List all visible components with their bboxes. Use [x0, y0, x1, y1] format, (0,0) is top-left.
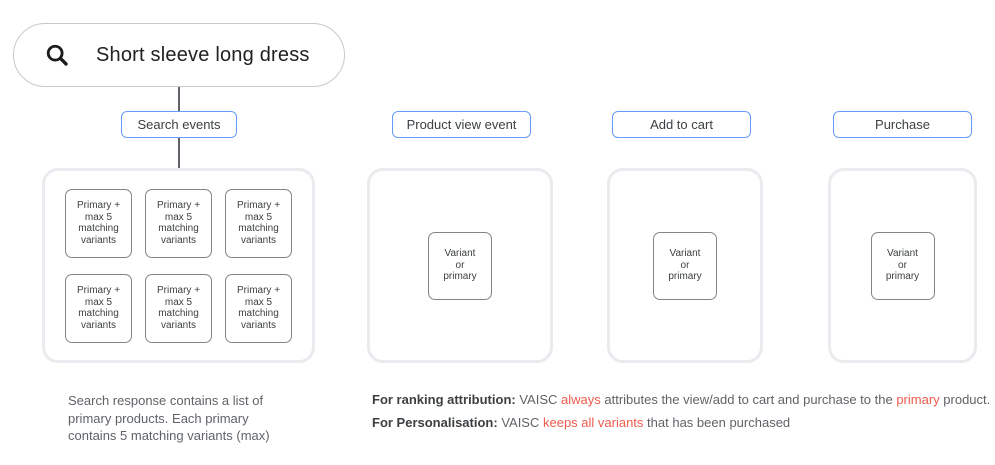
personalisation-highlight: keeps all variants	[542, 415, 644, 430]
ranking-text: attributes the view/add to cart and purc…	[600, 392, 897, 407]
variant-card: Variant or primary	[428, 231, 492, 300]
stage-chip-label: Add to cart	[650, 117, 713, 132]
ranking-text: VAISC	[515, 392, 561, 407]
variant-card: Variant or primary	[653, 231, 717, 300]
stage-chip-search-events: Search events	[121, 111, 237, 138]
result-card: Primary + max 5 matching variants	[225, 273, 292, 343]
variant-card: Variant or primary	[870, 231, 935, 300]
stage-chip-product-view-event: Product view event	[392, 111, 531, 138]
search-icon	[46, 44, 68, 66]
stage-chip-label: Purchase	[875, 117, 930, 132]
stage-chip-label: Product view event	[406, 117, 517, 132]
search-response-note: Search response contains a list of prima…	[68, 393, 270, 443]
result-card: Primary + max 5 matching variants	[65, 188, 132, 258]
result-card: Primary + max 5 matching variants	[145, 188, 212, 258]
ranking-text: product.	[939, 392, 991, 407]
personalisation-note: For Personalisation: VAISC keeps all var…	[372, 415, 790, 430]
panel-add-to-cart: Variant or primary	[607, 168, 763, 363]
panel-purchase: Variant or primary	[828, 168, 977, 363]
personalisation-text: VAISC	[497, 415, 543, 430]
result-card: Primary + max 5 matching variants	[145, 273, 212, 343]
stage-chip-add-to-cart: Add to cart	[612, 111, 751, 138]
ranking-highlight: always	[561, 392, 601, 407]
connector-pill-to-search-events	[178, 87, 180, 111]
personalisation-text: that has been purchased	[643, 415, 791, 430]
result-card: Primary + max 5 matching variants	[65, 273, 132, 343]
personalisation-label: For Personalisation:	[372, 415, 498, 430]
ranking-attribution-label: For ranking attribution:	[372, 392, 516, 407]
ranking-highlight: primary	[896, 392, 940, 407]
connector-search-events-to-panel	[178, 138, 180, 168]
search-input[interactable]: Short sleeve long dress	[13, 23, 345, 87]
panel-product-view-event: Variant or primary	[367, 168, 553, 363]
stage-chip-purchase: Purchase	[833, 111, 972, 138]
ranking-attribution-note: For ranking attribution: VAISC always at…	[372, 392, 990, 407]
result-card: Primary + max 5 matching variants	[225, 188, 292, 258]
search-query-text: Short sleeve long dress	[96, 43, 310, 66]
panel-search-events: Primary + max 5 matching variants Primar…	[42, 168, 315, 363]
stage-chip-label: Search events	[137, 117, 221, 132]
